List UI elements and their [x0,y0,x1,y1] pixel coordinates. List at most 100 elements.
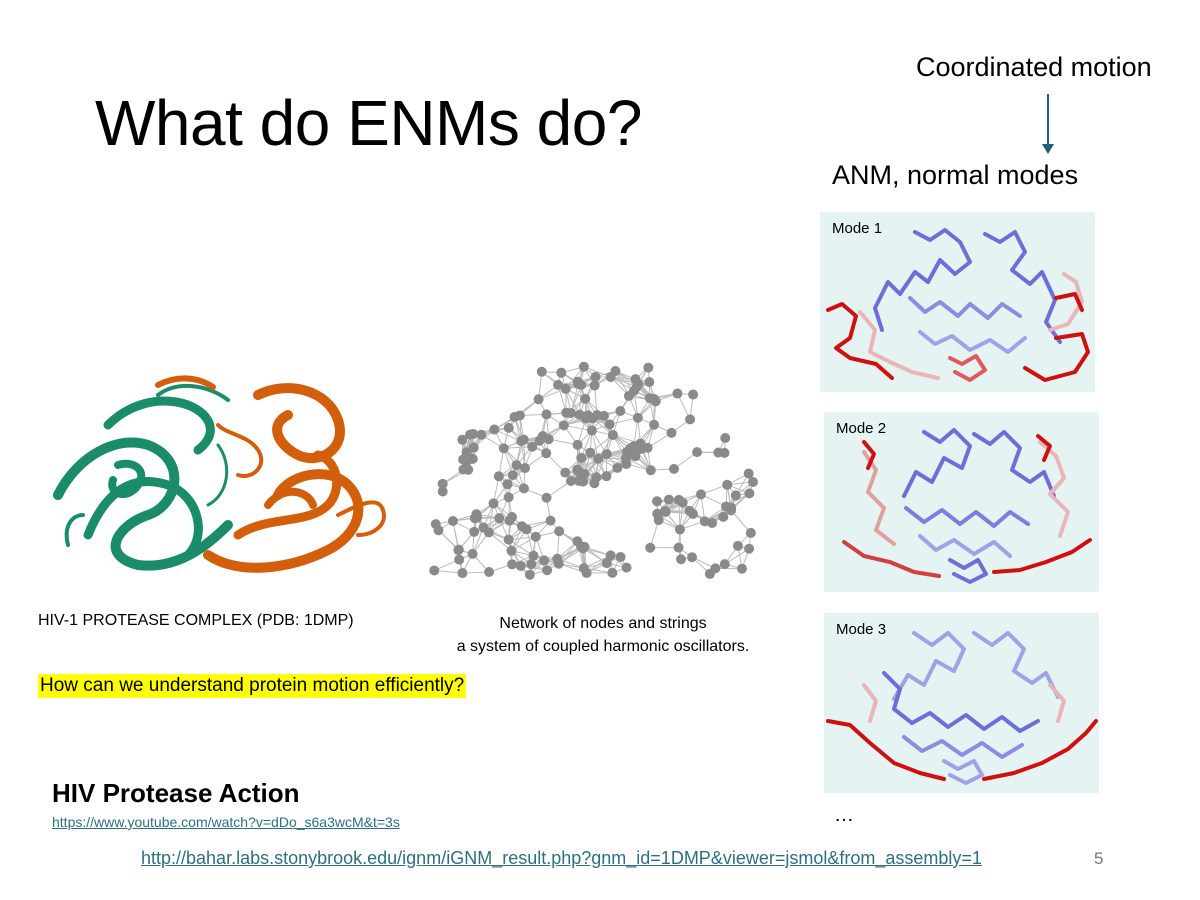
network-node [516,521,527,532]
mode-2-structure-image [842,428,1092,584]
network-node [593,453,604,464]
network-node [601,558,612,569]
protein-caption: HIV-1 PROTEASE COMPLEX (PDB: 1DMP) [38,612,354,629]
network-node [585,447,596,458]
network-node [621,562,632,573]
network-node [601,471,612,482]
network-node [429,565,440,576]
video-title: HIV Protease Action [52,778,300,808]
network-node [707,517,718,528]
network-node [507,559,518,570]
network-node [629,385,640,396]
network-node [736,563,747,574]
network-node [458,464,469,475]
down-arrow-icon [1042,94,1054,154]
network-node [560,467,571,478]
network-node [607,567,618,578]
anm-normal-modes-label: ANM, normal modes [832,160,1079,190]
network-node [730,490,741,501]
network-node [518,483,529,494]
network-node [447,515,458,526]
network-node [454,554,465,565]
network-node [632,412,643,423]
page-number: 5 [1094,849,1104,868]
network-caption-line-2: a system of coupled harmonic oscillators… [456,638,750,656]
network-node [615,551,626,562]
network-node [457,568,468,579]
network-node [687,552,698,563]
network-node [545,515,556,526]
elastic-network-graph-image [429,361,759,580]
network-node [645,542,656,553]
network-node [494,513,505,524]
network-node [553,379,564,390]
network-node [503,534,514,545]
youtube-link[interactable]: https://www.youtube.com/watch?v=dDo_s6a3… [52,814,400,830]
mode-label: Mode 3 [836,621,887,638]
network-node [590,371,601,382]
network-node [673,542,684,553]
network-node [688,389,699,400]
network-node [565,407,576,418]
network-node [722,479,733,490]
ignm-source-link[interactable]: http://bahar.labs.stonybrook.edu/ignm/iG… [141,848,982,868]
network-node [744,543,755,554]
network-node [533,394,544,405]
network-node [645,465,656,476]
network-node [579,468,590,479]
network-node [673,494,684,505]
network-node [541,492,552,503]
network-node [713,447,724,458]
network-node [685,414,696,425]
network-node [604,419,615,430]
network-node [578,361,589,372]
network-node [506,511,517,522]
network-node [528,550,539,561]
highlighted-question: How can we understand protein motion eff… [38,674,467,698]
network-node [507,470,518,481]
mode-1-panel: Mode 1 [820,212,1095,392]
network-node [605,550,616,561]
network-node [526,559,537,570]
coordinated-motion-label: Coordinated motion [916,52,1152,82]
network-node [573,379,584,390]
network-node [515,560,526,571]
network-node [660,505,671,516]
network-node [743,468,754,479]
network-node [471,509,482,520]
mode-label: Mode 1 [832,220,883,237]
network-node [465,429,476,440]
network-node [433,525,444,536]
network-node [621,459,632,470]
network-node [542,565,553,576]
network-node [493,471,504,482]
hiv-protease-ribbon-image [53,375,386,573]
network-node [650,396,661,407]
network-node [663,494,674,505]
network-node [498,443,509,454]
network-node [589,380,600,391]
network-node [518,434,529,445]
mode-3-panel: Mode 3 [824,613,1099,793]
network-node [572,464,583,475]
network-node [605,371,616,382]
network-node [652,496,663,507]
network-node [615,406,626,417]
network-node [541,448,552,459]
network-node [576,452,587,463]
network-node [684,505,695,516]
network-node [598,410,609,421]
network-node [511,460,522,471]
network-node [524,569,535,580]
network-node [744,488,755,499]
network-node [668,463,679,474]
network-node [458,454,469,465]
network-node [556,367,567,378]
network-node [453,545,464,556]
network-node [541,409,552,420]
network-node [695,489,706,500]
more-modes-ellipsis: … [834,804,854,826]
network-node [649,419,660,430]
network-node [519,463,530,474]
network-node [704,568,715,579]
